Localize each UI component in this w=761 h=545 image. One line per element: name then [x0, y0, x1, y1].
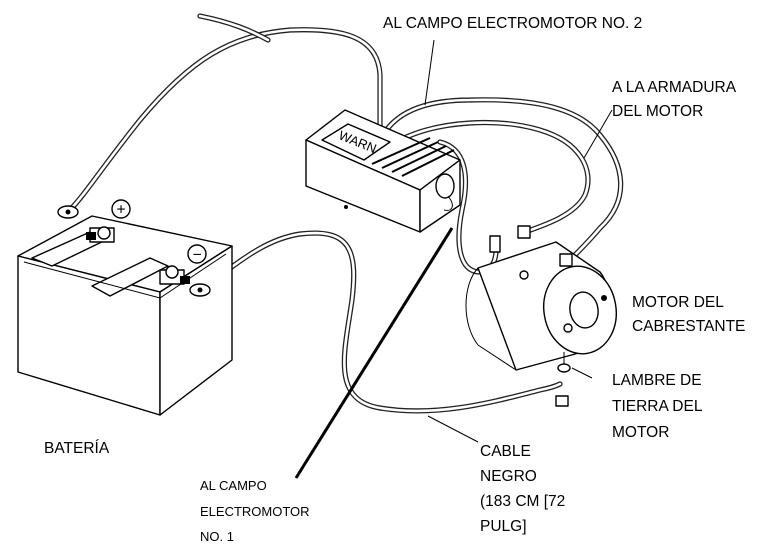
control-pack: WARN [305, 109, 461, 233]
label-ground-line3: MOTOR [612, 424, 669, 441]
label-field-2: AL CAMPO ELECTROMOTOR NO. 2 [383, 15, 642, 32]
label-cable-line3: (183 CM [72 [480, 493, 565, 510]
label-motor-line1: MOTOR DEL [632, 294, 724, 311]
label-armature-line2: DEL MOTOR [612, 103, 703, 120]
ground-stud [557, 363, 571, 373]
label-field-1-line2: ELECTROMOTOR [200, 504, 310, 519]
cables [65, 13, 624, 414]
label-cable-line4: PULG] [480, 518, 527, 535]
label-motor-line2: CABRESTANTE [632, 318, 745, 335]
label-armature-line1: A LA ARMADURA [612, 79, 737, 96]
positive-symbol: + [116, 202, 125, 219]
motor-terminals [489, 225, 573, 280]
label-ground-line1: LAMBRE DE [612, 372, 702, 389]
control-plug [435, 173, 455, 199]
positive-terminal [86, 226, 115, 243]
battery: + − [17, 199, 233, 416]
label-cable-line1: CABLE [480, 443, 531, 460]
ground-nut [555, 395, 569, 407]
labels: AL CAMPO ELECTROMOTOR NO. 2 A LA ARMADUR… [44, 15, 745, 544]
label-ground-line2: TIERRA DEL [612, 398, 703, 415]
label-field-1-line3: NO. 1 [200, 529, 234, 544]
leader-lines [294, 39, 613, 479]
negative-marker [187, 244, 207, 264]
label-cable-line2: NEGRO [480, 468, 537, 485]
label-field-1-line1: AL CAMPO [200, 478, 267, 493]
positive-marker [111, 199, 131, 219]
negative-terminal [159, 265, 190, 285]
top-feed-cable [197, 13, 271, 43]
winch-motor [465, 225, 617, 407]
negative-symbol: − [192, 247, 201, 264]
label-battery: BATERÍA [44, 440, 110, 457]
